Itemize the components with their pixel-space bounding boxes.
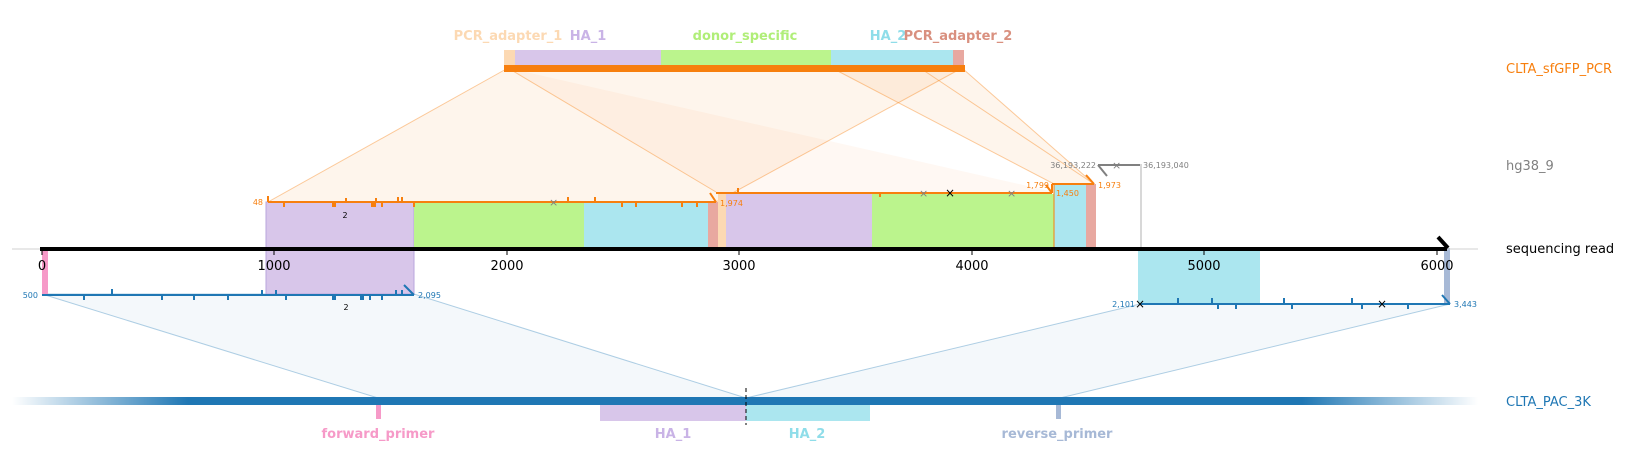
pcr1-start-coord: 48 bbox=[253, 198, 263, 207]
read-ha-1-block-2 bbox=[726, 194, 872, 248]
label-pcr-adapter-1: PCR_adapter_1 bbox=[454, 29, 563, 44]
pcr2-start-coord: 1,799 bbox=[1026, 181, 1049, 190]
read-ha-2-block-3 bbox=[1138, 248, 1260, 304]
pcr2-mismatch-x-2: × bbox=[945, 186, 955, 200]
pcr-product-bar bbox=[504, 65, 965, 72]
pac2-mismatch-x-1: × bbox=[1135, 297, 1145, 311]
label-bottom-ha-1: HA_1 bbox=[655, 427, 692, 442]
read-strand-arrow bbox=[1436, 235, 1450, 250]
ha-2-block bbox=[831, 50, 953, 66]
read-feature-blocks bbox=[42, 164, 1450, 304]
label-donor-specific: donor_specific bbox=[693, 29, 798, 44]
pcr2-mismatch-x-3: × bbox=[1007, 187, 1016, 200]
read-ha-2-block bbox=[584, 202, 708, 248]
hg38-alignment: × 36,193,222 36,193,040 bbox=[1050, 159, 1189, 177]
top-feature-labels: PCR_adapter_1 HA_1 donor_specific HA_2 P… bbox=[454, 29, 1013, 44]
read-adapter-2-block-2 bbox=[1086, 184, 1096, 248]
pcr1-strand-hook bbox=[709, 192, 717, 203]
label-ha-2: HA_2 bbox=[870, 29, 907, 44]
pac-alignment-2: × × 2,101 3,443 bbox=[1112, 294, 1477, 311]
read-donor-block-2b bbox=[1042, 194, 1054, 248]
read-adapter-1-block bbox=[718, 194, 726, 248]
hg-start-coord: 36,193,222 bbox=[1050, 161, 1096, 170]
tick-label-0: 0 bbox=[38, 259, 46, 274]
pac-ha-1-block bbox=[600, 405, 746, 421]
pcr1-count: 2 bbox=[342, 211, 347, 220]
pcr-alignment-1: × 48 1,974 2 bbox=[253, 192, 743, 220]
pac-connectors bbox=[41, 293, 1451, 399]
donor-specific-block bbox=[661, 50, 831, 66]
read-forward-primer-block bbox=[42, 248, 48, 294]
read-adapter-2-block bbox=[708, 202, 718, 248]
tick-label-2000: 2000 bbox=[490, 259, 523, 274]
label-pcr-adapter-2: PCR_adapter_2 bbox=[904, 29, 1013, 44]
label-ha-1: HA_1 bbox=[570, 29, 607, 44]
pac1-end-coord: 2,095 bbox=[418, 291, 441, 300]
pac-alignment-1: 500 2,095 2 bbox=[23, 284, 441, 312]
track-label-read: sequencing read bbox=[1506, 242, 1614, 257]
pac2-strand-hook bbox=[1441, 294, 1451, 305]
read-donor-block-2 bbox=[872, 194, 1042, 248]
pac1-start-coord: 500 bbox=[23, 291, 38, 300]
pcr1-end-coord: 1,974 bbox=[720, 199, 743, 208]
pcr-adapter-1-block bbox=[504, 50, 515, 66]
pcr2-mid-coord: 1,450 bbox=[1056, 189, 1079, 198]
track-labels: CLTA_sfGFP_PCR hg38_9 sequencing read CL… bbox=[1506, 62, 1614, 410]
ha-1-block bbox=[515, 50, 661, 66]
pcr2-mismatch-x-1: × bbox=[919, 187, 928, 200]
pcr2-right-coord: 1,973 bbox=[1098, 181, 1121, 190]
pcr-alignment-2: × × × 1,799 1,450 1,973 bbox=[716, 174, 1121, 200]
tick-label-5000: 5000 bbox=[1187, 259, 1220, 274]
forward-primer-block bbox=[376, 405, 381, 419]
read-ha-2-block-2 bbox=[1054, 184, 1086, 248]
pac1-count: 2 bbox=[343, 303, 348, 312]
label-bottom-ha-2: HA_2 bbox=[789, 427, 826, 442]
pac2-mismatch-x-2: × bbox=[1377, 297, 1387, 311]
pcr-adapter-2-block bbox=[953, 50, 964, 66]
pcr1-mismatch-x: × bbox=[549, 196, 558, 209]
track-label-pcr: CLTA_sfGFP_PCR bbox=[1506, 62, 1612, 77]
hg-end-coord: 36,193,040 bbox=[1143, 161, 1189, 170]
tick-label-4000: 4000 bbox=[955, 259, 988, 274]
pac2-end-coord: 3,443 bbox=[1454, 300, 1477, 309]
pcr-product-features bbox=[504, 50, 965, 72]
track-label-hg38: hg38_9 bbox=[1506, 159, 1554, 174]
tick-label-3000: 3000 bbox=[722, 259, 755, 274]
track-label-pac: CLTA_PAC_3K bbox=[1506, 395, 1591, 410]
read-axis: 0 1000 2000 3000 4000 5000 6000 bbox=[12, 235, 1478, 274]
pcr2-strand-hook bbox=[1085, 174, 1095, 185]
pac-ha-2-block bbox=[746, 405, 870, 421]
bottom-feature-labels: forward_primer HA_1 HA_2 reverse_primer bbox=[322, 427, 1114, 442]
pac2-start-coord: 2,101 bbox=[1112, 300, 1135, 309]
hg-mismatch-x: × bbox=[1112, 159, 1121, 172]
pcr-connectors bbox=[266, 67, 1096, 203]
tick-label-6000: 6000 bbox=[1420, 259, 1453, 274]
reverse-primer-block bbox=[1056, 405, 1061, 419]
read-reverse-primer-block bbox=[1444, 248, 1450, 304]
pac-reference bbox=[12, 388, 1478, 425]
tick-label-1000: 1000 bbox=[257, 259, 290, 274]
label-forward-primer: forward_primer bbox=[322, 427, 436, 442]
pac-reference-bar bbox=[12, 397, 1478, 405]
pac1-strand-hook bbox=[403, 284, 415, 296]
hg-strand-hook bbox=[1097, 164, 1108, 177]
label-reverse-primer: reverse_primer bbox=[1002, 427, 1114, 442]
read-donor-block bbox=[414, 202, 584, 248]
